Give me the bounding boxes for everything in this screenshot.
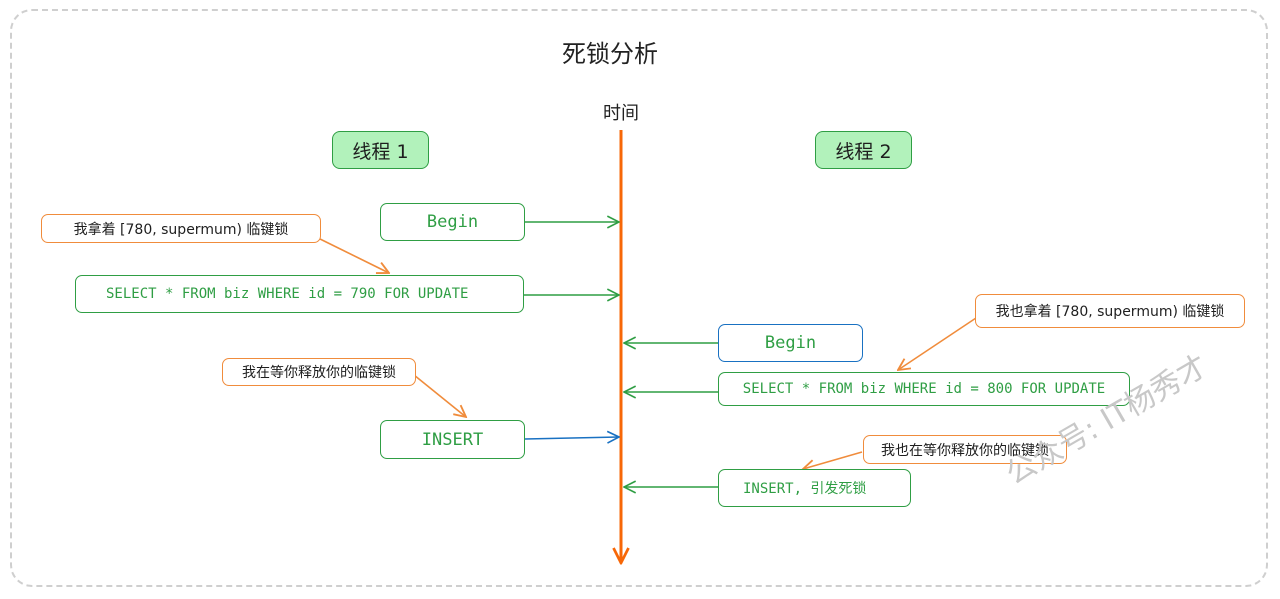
t2-insert-step: INSERT, 引发死锁 (718, 469, 911, 507)
callout-t2-wait (803, 451, 863, 469)
arrow-t1-insert (524, 437, 619, 439)
note-t2-wait: 我也在等你释放你的临键锁 (863, 435, 1067, 464)
diagram-title: 死锁分析 (562, 40, 658, 68)
t1-insert-step: INSERT (380, 420, 525, 459)
note-t1-hold-lock: 我拿着 [780, supermum) 临键锁 (41, 214, 321, 243)
t1-begin-step: Begin (380, 203, 525, 241)
time-axis-label: 时间 (603, 103, 639, 124)
t2-select-step: SELECT * FROM biz WHERE id = 800 FOR UPD… (718, 372, 1130, 406)
note-t2-hold-lock: 我也拿着 [780, supermum) 临键锁 (975, 294, 1245, 328)
callout-t2-hold (898, 317, 977, 370)
thread-1-label: 线程 1 (332, 131, 429, 169)
t2-begin-step: Begin (718, 324, 863, 362)
t1-select-step: SELECT * FROM biz WHERE id = 790 FOR UPD… (75, 275, 524, 313)
dashed-frame (10, 9, 1268, 587)
note-t1-wait: 我在等你释放你的临键锁 (222, 358, 416, 386)
callout-t1-hold (315, 236, 389, 273)
thread-2-label: 线程 2 (815, 131, 912, 169)
callout-t1-wait (413, 374, 466, 417)
